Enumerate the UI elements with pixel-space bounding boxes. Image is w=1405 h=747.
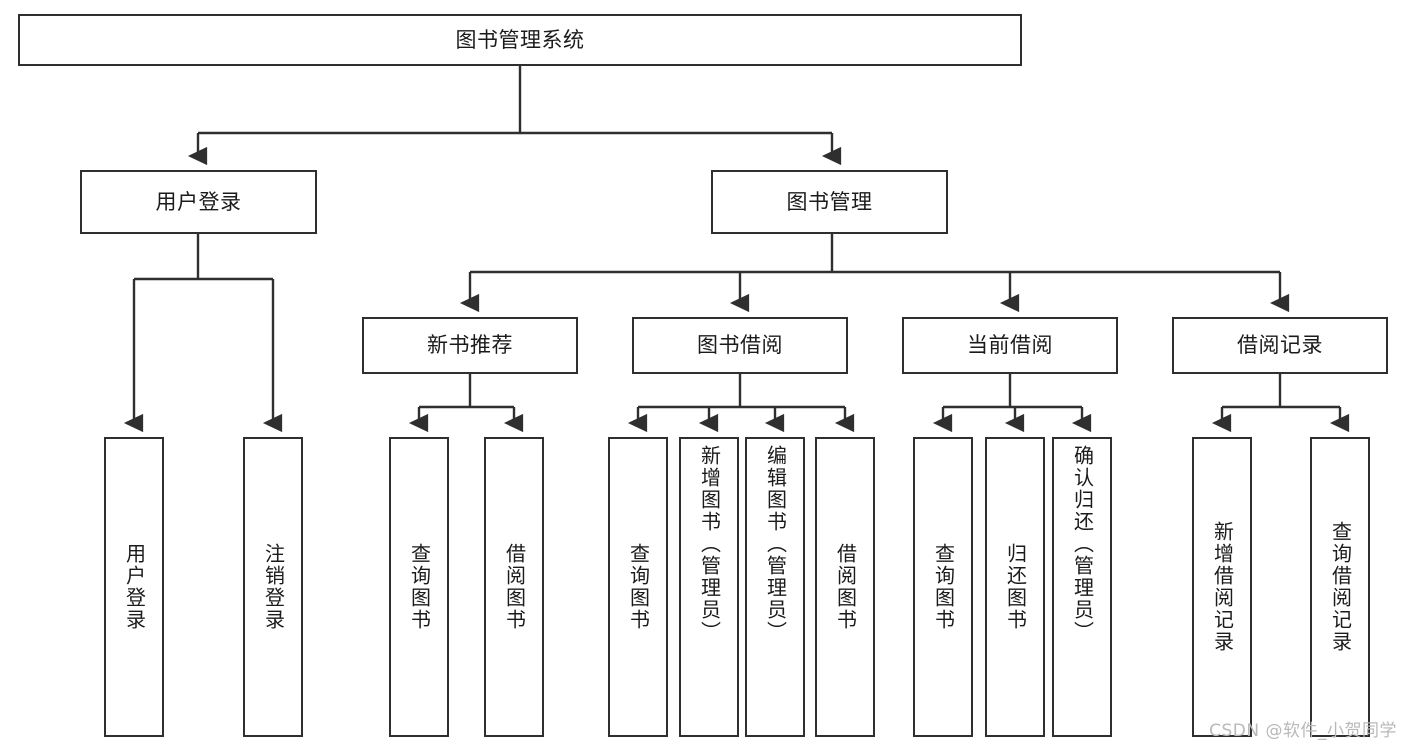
leaf-add-borrow-record[interactable]: 新增借阅记录 [1192, 437, 1252, 737]
node-user-login-label: 用户登录 [155, 189, 242, 214]
leaf-return-book[interactable]: 归还图书 [985, 437, 1045, 737]
node-borrow-record[interactable]: 借阅记录 [1172, 317, 1388, 374]
leaf-query-borrow-record[interactable]: 查询借阅记录 [1310, 437, 1370, 737]
node-new-book-recommend[interactable]: 新书推荐 [362, 317, 578, 374]
leaf-user-login[interactable]: 用户登录 [104, 437, 164, 737]
leaf-query-book-recommend-label: 查询图书 [407, 543, 432, 631]
leaf-edit-book-admin[interactable]: 编辑图书（管理员） [745, 437, 805, 737]
leaf-query-book-borrow-label: 查询图书 [626, 543, 651, 631]
leaf-borrow-book[interactable]: 借阅图书 [815, 437, 875, 737]
leaf-query-book-current[interactable]: 查询图书 [913, 437, 973, 737]
leaf-add-book-admin-label: 新增图书（管理员） [697, 445, 722, 643]
watermark-credit: CSDN @软件_小贺同学 [1209, 721, 1397, 741]
leaf-add-book-admin[interactable]: 新增图书（管理员） [679, 437, 739, 737]
node-new-book-recommend-label: 新书推荐 [427, 333, 513, 358]
leaf-confirm-return-admin-label: 确认归还（管理员） [1070, 445, 1095, 643]
leaf-logout-login[interactable]: 注销登录 [243, 437, 303, 737]
node-book-borrow-label: 图书借阅 [697, 333, 783, 358]
leaf-query-book-current-label: 查询图书 [931, 543, 956, 631]
node-root-label: 图书管理系统 [455, 27, 585, 52]
node-book-borrow[interactable]: 图书借阅 [632, 317, 848, 374]
leaf-query-book-recommend[interactable]: 查询图书 [389, 437, 449, 737]
leaf-query-borrow-record-label: 查询借阅记录 [1328, 521, 1353, 653]
leaf-user-login-label: 用户登录 [122, 543, 147, 631]
leaf-query-book-borrow[interactable]: 查询图书 [608, 437, 668, 737]
leaf-confirm-return-admin[interactable]: 确认归还（管理员） [1052, 437, 1112, 737]
leaf-return-book-label: 归还图书 [1003, 543, 1028, 631]
node-borrow-record-label: 借阅记录 [1237, 333, 1323, 358]
node-current-borrow-label: 当前借阅 [967, 333, 1053, 358]
leaf-borrow-book-label: 借阅图书 [833, 543, 858, 631]
leaf-edit-book-admin-label: 编辑图书（管理员） [763, 445, 788, 643]
leaf-borrow-book-recommend[interactable]: 借阅图书 [484, 437, 544, 737]
node-current-borrow[interactable]: 当前借阅 [902, 317, 1118, 374]
node-book-management[interactable]: 图书管理 [711, 170, 948, 234]
node-book-management-label: 图书管理 [786, 189, 873, 214]
node-root[interactable]: 图书管理系统 [18, 14, 1022, 66]
leaf-add-borrow-record-label: 新增借阅记录 [1210, 521, 1235, 653]
node-user-login[interactable]: 用户登录 [80, 170, 317, 234]
leaf-borrow-book-recommend-label: 借阅图书 [502, 543, 527, 631]
leaf-logout-login-label: 注销登录 [261, 543, 286, 631]
